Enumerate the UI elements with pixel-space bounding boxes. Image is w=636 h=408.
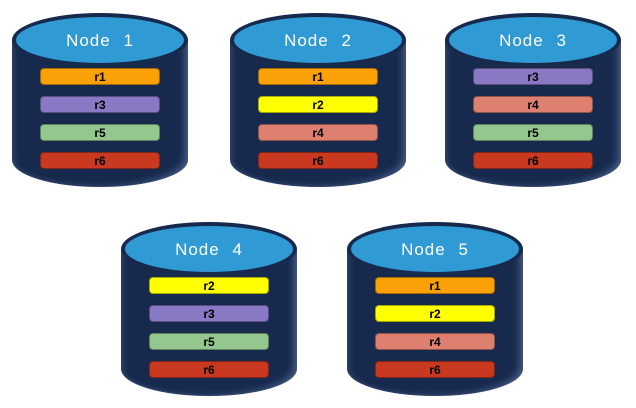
db-node-5: Node 5 r1 r2 r4 r6 bbox=[347, 222, 523, 396]
db-cylinder-top: Node 2 bbox=[230, 13, 406, 67]
replica-label: r3 bbox=[527, 69, 539, 84]
replica-bar-r4: r4 bbox=[258, 124, 378, 141]
db-cylinder-top: Node 4 bbox=[121, 222, 297, 276]
replica-bar-r6: r6 bbox=[40, 152, 160, 169]
node-title: Node 5 bbox=[401, 240, 469, 259]
db-node-1: Node 1 r1 r3 r5 r6 bbox=[12, 13, 188, 187]
replica-bar-r2: r2 bbox=[375, 305, 495, 322]
db-node-3: Node 3 r3 r4 r5 r6 bbox=[445, 13, 621, 187]
replica-label: r6 bbox=[429, 362, 441, 377]
replica-list: r3 r4 r5 r6 bbox=[473, 68, 593, 169]
replica-bar-r5: r5 bbox=[40, 124, 160, 141]
replica-label: r6 bbox=[312, 153, 324, 168]
node-title: Node 4 bbox=[175, 240, 243, 259]
replica-list: r1 r2 r4 r6 bbox=[258, 68, 378, 169]
replica-bar-r4: r4 bbox=[375, 333, 495, 350]
replica-bar-r2: r2 bbox=[149, 277, 269, 294]
replica-bar-r4: r4 bbox=[473, 96, 593, 113]
replica-list: r1 r2 r4 r6 bbox=[375, 277, 495, 378]
replica-label: r4 bbox=[527, 97, 539, 112]
replica-bar-r3: r3 bbox=[40, 96, 160, 113]
replica-bar-r1: r1 bbox=[258, 68, 378, 85]
replica-bar-r3: r3 bbox=[473, 68, 593, 85]
replica-bar-r6: r6 bbox=[149, 361, 269, 378]
replica-bar-r2: r2 bbox=[258, 96, 378, 113]
replica-label: r3 bbox=[203, 306, 215, 321]
replica-list: r2 r3 r5 r6 bbox=[149, 277, 269, 378]
replica-bar-r6: r6 bbox=[375, 361, 495, 378]
replica-bar-r1: r1 bbox=[40, 68, 160, 85]
replica-bar-r6: r6 bbox=[473, 152, 593, 169]
db-cylinder-top: Node 1 bbox=[12, 13, 188, 67]
db-node-2: Node 2 r1 r2 r4 r6 bbox=[230, 13, 406, 187]
replica-bar-r5: r5 bbox=[473, 124, 593, 141]
replica-label: r6 bbox=[527, 153, 539, 168]
replica-label: r6 bbox=[94, 153, 106, 168]
replica-label: r4 bbox=[312, 125, 324, 140]
replica-label: r5 bbox=[203, 334, 215, 349]
node-title: Node 2 bbox=[284, 31, 352, 50]
replica-label: r6 bbox=[203, 362, 215, 377]
node-title: Node 1 bbox=[66, 31, 134, 50]
replica-label: r2 bbox=[429, 306, 441, 321]
db-node-4: Node 4 r2 r3 r5 r6 bbox=[121, 222, 297, 396]
replica-label: r1 bbox=[312, 69, 324, 84]
replica-bar-r5: r5 bbox=[149, 333, 269, 350]
replica-label: r5 bbox=[527, 125, 539, 140]
replica-label: r5 bbox=[94, 125, 106, 140]
replica-label: r1 bbox=[94, 69, 106, 84]
replica-list: r1 r3 r5 r6 bbox=[40, 68, 160, 169]
replica-label: r2 bbox=[203, 278, 215, 293]
node-title: Node 3 bbox=[499, 31, 567, 50]
replica-bar-r6: r6 bbox=[258, 152, 378, 169]
replica-label: r3 bbox=[94, 97, 106, 112]
replica-bar-r1: r1 bbox=[375, 277, 495, 294]
replica-label: r2 bbox=[312, 97, 324, 112]
replica-label: r4 bbox=[429, 334, 441, 349]
replica-bar-r3: r3 bbox=[149, 305, 269, 322]
db-cylinder-top: Node 5 bbox=[347, 222, 523, 276]
db-cylinder-top: Node 3 bbox=[445, 13, 621, 67]
replica-label: r1 bbox=[429, 278, 441, 293]
